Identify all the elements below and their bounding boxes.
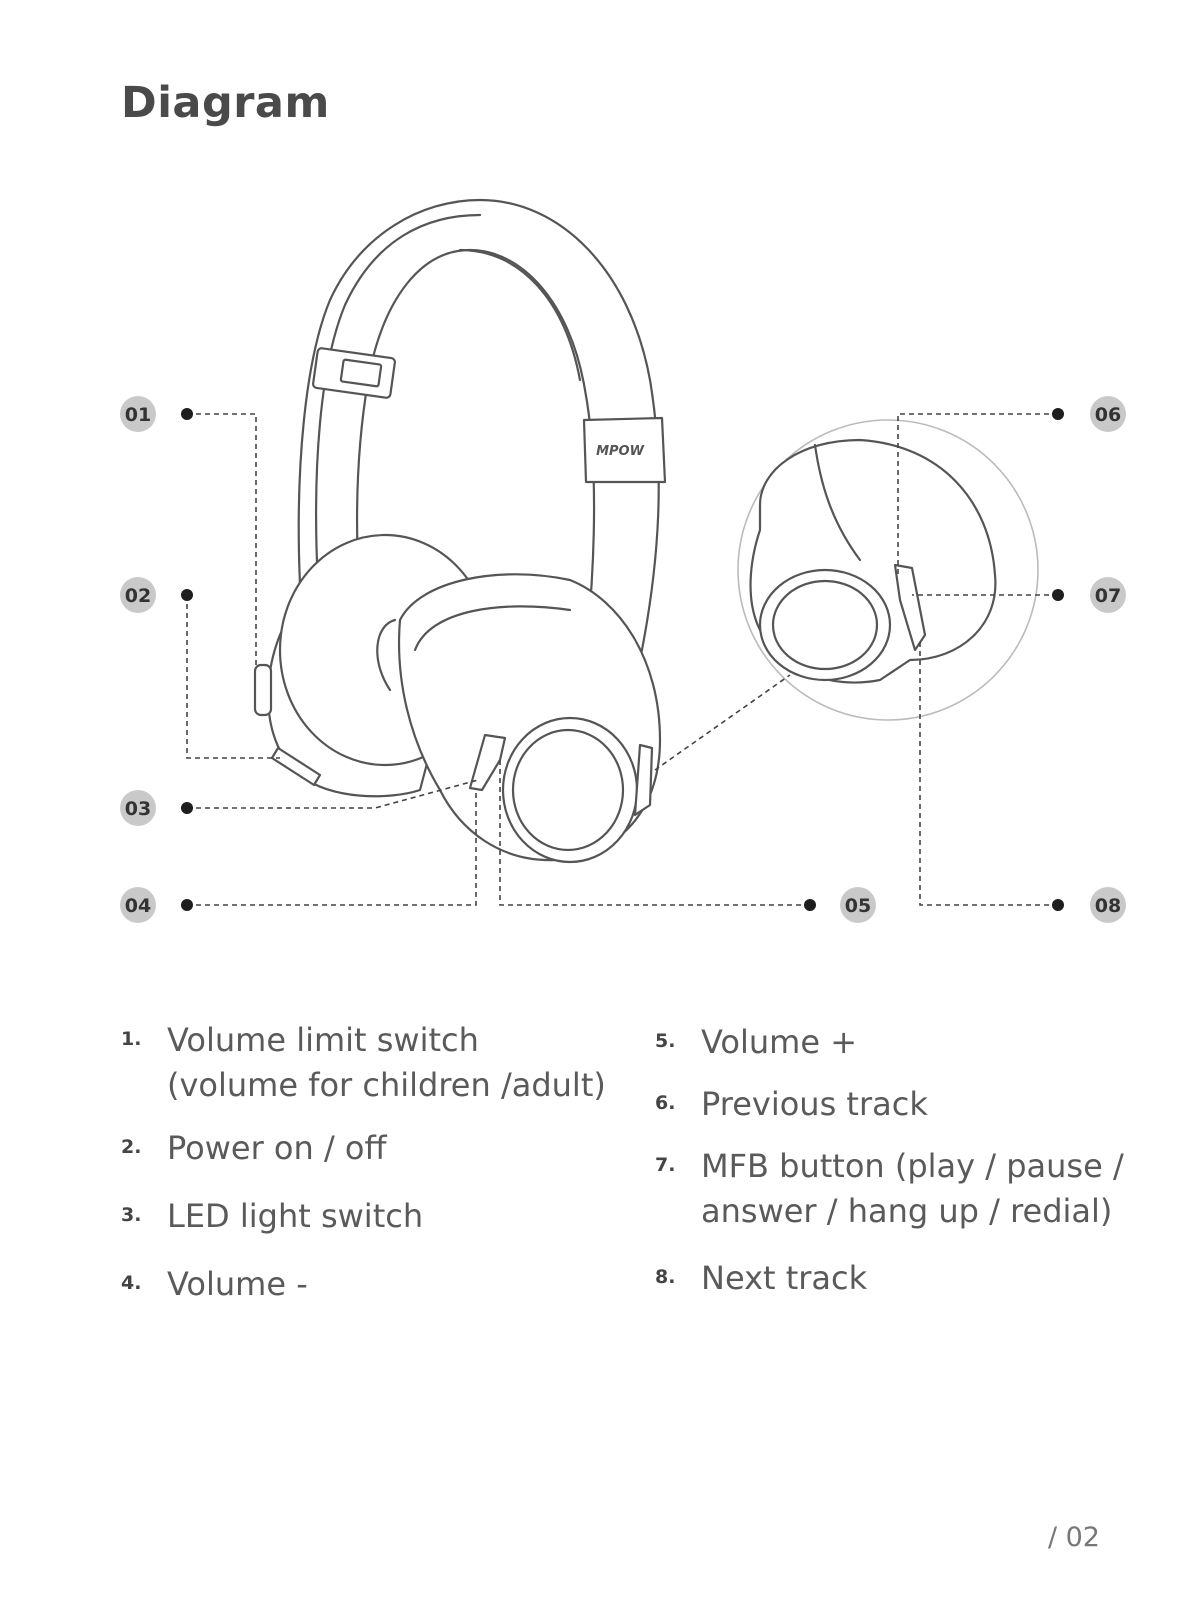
right-cup-controls [468,733,507,792]
legend-text: Power on / off [167,1129,387,1167]
legend-text: Previous track [701,1085,928,1123]
leader-05 [499,760,810,906]
callout-06: 06 [1090,396,1126,432]
callout-07: 07 [1090,577,1126,613]
svg-text:05: 05 [845,895,871,917]
leader-lines [186,413,1058,906]
svg-text:03: 03 [125,798,151,820]
callout-03: 03 [120,790,156,826]
legend-number: 2. [121,1136,142,1158]
callout-05: 05 [840,887,876,923]
svg-text:04: 04 [125,895,151,917]
legend-item-3: 3. LED light switch [121,1194,423,1239]
svg-text:06: 06 [1095,404,1121,426]
leader-dots [181,408,1064,911]
svg-text:02: 02 [125,585,151,607]
leader-04 [187,790,477,906]
legend-number: 1. [121,1028,142,1050]
legend-text: Volume - [167,1265,308,1303]
hinge-right [582,416,667,484]
callout-08: 08 [1090,887,1126,923]
callout-01: 01 [120,396,156,432]
legend-item-6: 6. Previous track [655,1082,928,1127]
legend-number: 6. [655,1092,676,1114]
legend-text: MFB button (play / pause / answer / hang… [701,1147,1124,1230]
legend-item-5: 5. Volume + [655,1020,857,1065]
headphones-illustration: MPOW [253,198,1039,864]
brand-logo: MPOW [596,444,645,459]
svg-text:07: 07 [1095,585,1121,607]
legend-text: Next track [701,1259,868,1297]
callout-04: 04 [120,887,156,923]
legend-item-7: 7. MFB button (play / pause / answer / h… [655,1144,1124,1234]
leader-02 [186,595,280,759]
headphones-diagram: MPOW [120,198,1126,923]
left-cup-buttons [253,663,273,717]
legend-item-2: 2. Power on / off [121,1126,387,1171]
legend-number: 8. [655,1266,676,1288]
page-title: Diagram [121,78,330,128]
legend-text: Volume limit switch (volume for children… [167,1021,606,1104]
legend-number: 4. [121,1272,142,1294]
leader-01 [187,413,257,668]
legend-text: LED light switch [167,1197,424,1235]
legend-item-8: 8. Next track [655,1256,867,1301]
leader-08 [919,640,1058,906]
leader-zoom [654,674,791,771]
legend-number: 5. [655,1030,676,1052]
svg-text:01: 01 [125,404,151,426]
legend-item-1: 1. Volume limit switch (volume for child… [121,1018,606,1108]
legend-number: 7. [655,1154,676,1176]
legend-item-4: 4. Volume - [121,1262,308,1307]
svg-text:08: 08 [1095,895,1121,917]
callout-02: 02 [120,577,156,613]
legend-number: 3. [121,1204,142,1226]
legend-text: Volume + [701,1023,857,1061]
page-number: / 02 [1047,1522,1100,1553]
